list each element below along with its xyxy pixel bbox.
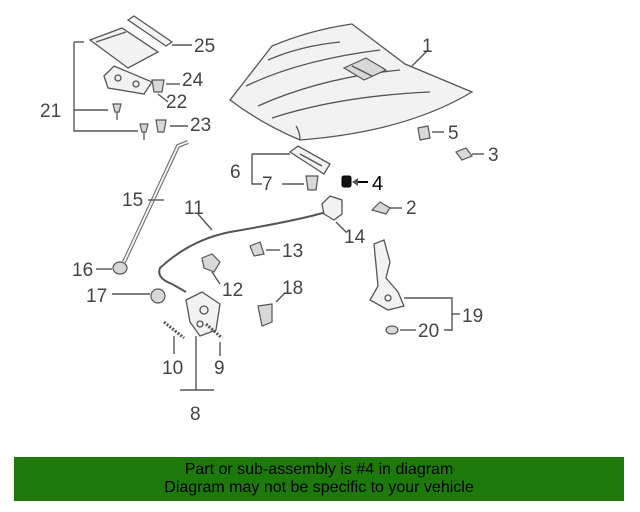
callout-8: 8 [190,404,201,425]
callout-19: 19 [462,306,483,327]
latch-guide-part [321,195,343,221]
callout-14: 14 [344,227,366,248]
callout-24: 24 [182,70,204,91]
callout-23: 23 [190,115,211,136]
hood-latch-assembly-part [185,291,221,337]
callout-1: 1 [422,36,433,57]
hood-insulator-part [88,27,160,69]
cushion-part-3 [455,147,473,161]
part-4-cushion [341,175,352,188]
callout-12: 12 [222,280,243,301]
clip-part-23 [155,119,167,133]
callout-20: 20 [418,321,439,342]
callout-5: 5 [448,123,459,144]
retainer-clips-part [112,103,149,140]
callout-21: 21 [40,101,61,122]
callout-16: 16 [72,260,93,281]
notice-banner: Part or sub-assembly is #4 in diagram Di… [14,457,624,501]
bolt-part-10 [163,320,185,340]
callout-18: 18 [282,278,303,299]
callout-3: 3 [488,145,499,166]
parts-diagram: 1 25 21 24 22 23 15 [40,15,499,425]
callout-11: 11 [184,198,204,219]
cushion-part-5 [417,125,431,141]
callout-6: 6 [230,162,241,183]
banner-line-1: Part or sub-assembly is #4 in diagram [184,461,454,478]
striker-bolt-part [385,325,399,335]
callout-7: 7 [262,174,273,195]
callout-10: 10 [162,358,183,379]
prop-rod-part [122,140,189,263]
prop-rod-grommet-part [112,261,128,275]
stopper-part-7 [305,175,319,191]
cushion-part-2 [370,201,391,215]
callout-9: 9 [214,358,225,379]
callout-22: 22 [166,92,187,113]
callout-25: 25 [194,36,215,57]
bumper-part-17 [150,288,166,304]
callout-13: 13 [282,241,303,262]
latch-bracket-part [103,65,153,95]
stopper-part-18 [257,303,273,327]
bolt-part-9 [205,322,223,340]
callout-15: 15 [122,190,143,211]
hood-part [229,23,474,141]
cable-clip-part [249,241,265,257]
hood-bracket-part [288,145,331,175]
cable-grommet-part [201,253,221,273]
callout-2: 2 [406,198,417,219]
weatherstrip-part [126,15,174,47]
callout-4: 4 [372,173,383,195]
grommet-part-24 [151,79,165,93]
callout-17: 17 [86,286,107,307]
hood-striker-part [369,239,405,311]
banner-line-2: Diagram may not be specific to your vehi… [164,479,474,496]
